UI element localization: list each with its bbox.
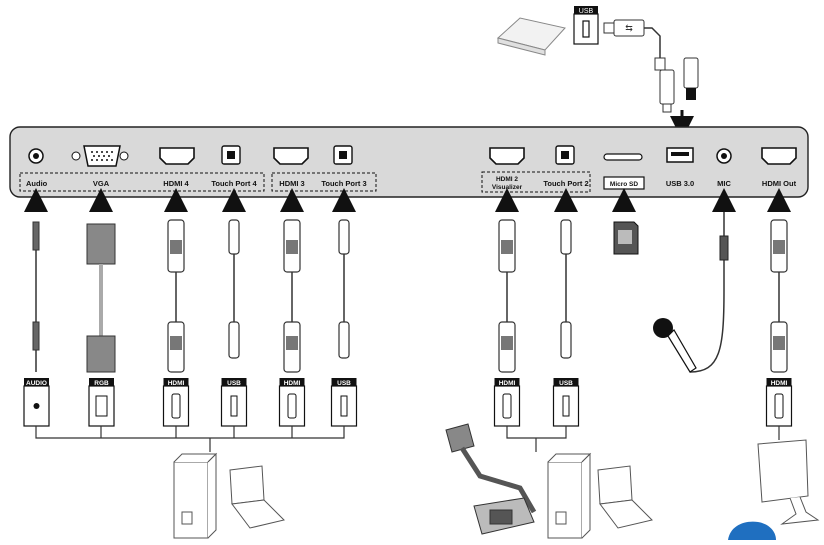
plug-label-audio: AUDIO	[26, 380, 47, 387]
plug-label-hdmi2: HDMI	[499, 380, 516, 387]
sd-card-icon	[613, 221, 639, 255]
plug-label-usb3: USB	[337, 380, 351, 387]
microsd-slot-icon	[603, 153, 643, 161]
plug-label-usb2: USB	[559, 380, 573, 387]
input-arrows	[24, 188, 791, 212]
document-camera-icon	[445, 423, 537, 535]
usb30-port-icon	[666, 147, 694, 163]
hdmi-out-port-icon	[761, 147, 797, 165]
label-visualizer: Visualizer	[492, 184, 523, 191]
label-hdmi2: HDMI 2	[496, 176, 518, 183]
label-hdmi4: HDMI 4	[163, 179, 189, 188]
hdmi4-plug-box: HDMI	[162, 378, 190, 427]
label-touch-port-2: Touch Port 2	[543, 179, 588, 188]
vga-port-icon	[71, 145, 129, 167]
hdmi4-cable	[167, 219, 185, 373]
pc-tower-icon-left	[173, 452, 218, 539]
laptop-icon-left	[229, 465, 285, 529]
microphone-icon	[653, 212, 729, 373]
label-micro-sd: Micro SD	[610, 181, 638, 188]
vga-cable	[86, 223, 116, 373]
laptop-icon-right	[597, 465, 653, 529]
label-mic: MIC	[717, 179, 731, 188]
plug-label-hdmiout: HDMI	[771, 380, 788, 387]
hdmi3-cable	[283, 219, 301, 373]
label-hdmi-out: HDMI Out	[762, 179, 797, 188]
usb2-cable	[560, 219, 572, 359]
group-dashed-box-1	[19, 172, 265, 192]
connection-bracket-right	[506, 426, 567, 452]
usb-port-label-top: USB	[573, 6, 599, 45]
rgb-plug-box: RGB	[88, 378, 115, 427]
cable-layer	[167, 219, 788, 373]
usb3-plug-box: USB	[330, 378, 358, 427]
audio-plug-box: AUDIO	[23, 378, 50, 427]
audio-jack-icon	[28, 148, 44, 164]
hdmi3-port-icon	[273, 147, 309, 165]
usb-cable-top: ⇆	[603, 19, 675, 113]
usb2-plug-box: USB	[552, 378, 580, 427]
hdmi2-cable	[498, 219, 516, 373]
label-usb-3-0: USB 3.0	[666, 179, 694, 188]
hdmiout-plug-box: HDMI	[765, 378, 793, 427]
touch3-port-icon	[333, 145, 353, 165]
mic-jack-icon	[716, 148, 732, 164]
hdmi3-plug-box: HDMI	[278, 378, 306, 427]
hdmi2-plug-box: HDMI	[493, 378, 521, 427]
usb-flash-drive-icon	[683, 57, 699, 100]
plug-label-rgb: RGB	[94, 380, 109, 387]
group-dashed-box-2	[271, 172, 377, 192]
plug-layer: AUDIO RGB HDMI USB HDMI USB HDMI USB HDMI	[23, 378, 793, 427]
plug-label-hdmi4: HDMI	[168, 380, 185, 387]
blue-logo-shape	[728, 521, 776, 540]
usb4-cable	[228, 219, 240, 359]
touch2-port-icon	[555, 145, 575, 165]
label-touch-port-4: Touch Port 4	[211, 179, 257, 188]
audio-cable	[32, 221, 40, 372]
external-hdd-icon	[496, 17, 566, 56]
svg-text:⇆: ⇆	[625, 23, 633, 33]
connection-bracket-left	[35, 426, 345, 452]
hdmiout-cable	[770, 219, 788, 373]
monitor-icon	[757, 439, 820, 525]
label-vga: VGA	[93, 179, 110, 188]
touch4-port-icon	[221, 145, 241, 165]
hdmi4-port-icon	[159, 147, 195, 165]
usb3-cable	[338, 219, 350, 359]
group-dashed-box-3	[481, 171, 591, 193]
plug-label-hdmi3: HDMI	[284, 380, 301, 387]
usb-tag-text: USB	[579, 8, 594, 15]
pc-tower-icon-right	[547, 452, 592, 539]
label-audio: Audio	[26, 179, 48, 188]
label-touch-port-3: Touch Port 3	[321, 179, 366, 188]
usb4-plug-box: USB	[220, 378, 248, 427]
hdmi2-port-icon	[489, 147, 525, 165]
label-hdmi3: HDMI 3	[279, 179, 304, 188]
plug-label-usb4: USB	[227, 380, 241, 387]
